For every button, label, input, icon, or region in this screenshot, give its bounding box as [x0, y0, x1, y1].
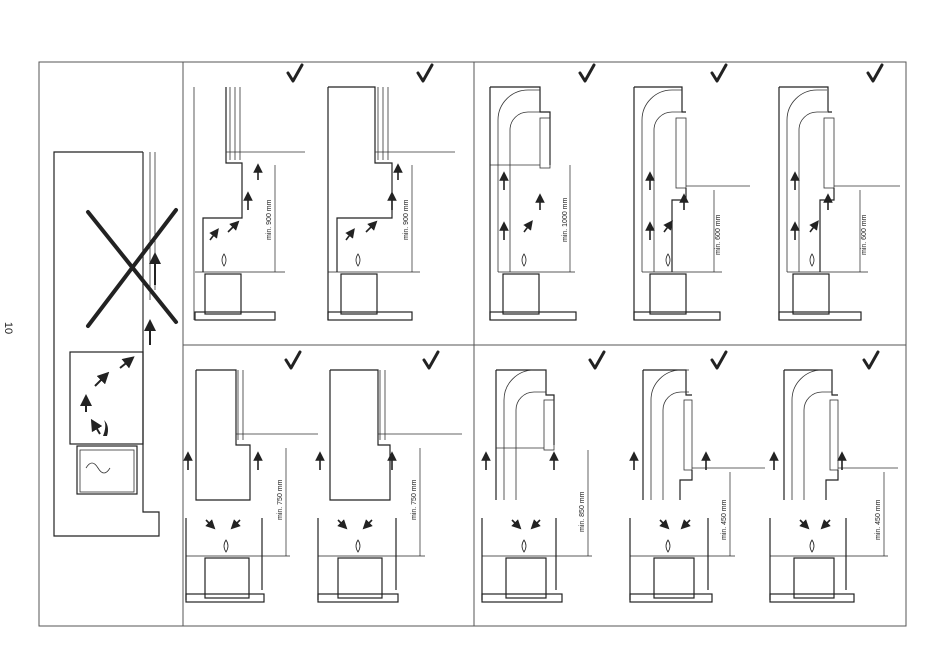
- diagram-top-5: min. 600 mm: [779, 65, 900, 320]
- approved-check-icon: [712, 352, 726, 368]
- approved-check-icon: [286, 352, 300, 368]
- airflow-arrow-icon: [228, 224, 236, 232]
- airflow-arrow-icon: [346, 232, 352, 240]
- diagram-top-3: min. 1000 mm: [490, 65, 594, 320]
- airflow-arrow-icon: [524, 224, 530, 232]
- approved-check-icon: [868, 65, 882, 81]
- diagram-top-2: min. 900 mm: [328, 65, 455, 320]
- approved-check-icon: [418, 65, 432, 81]
- flame-icon: [224, 540, 228, 552]
- approved-check-icon: [864, 352, 878, 368]
- airflow-arrow-icon: [512, 520, 518, 526]
- dim-label-bottom-5: min. 450 mm: [875, 499, 882, 540]
- flame-icon: [522, 254, 526, 266]
- dim-label-top-3: min. 1000 mm: [562, 197, 569, 242]
- flame-icon: [222, 254, 226, 266]
- dim-label-top-2: min. 900 mm: [403, 199, 410, 240]
- airflow-arrow-icon: [206, 520, 212, 526]
- airflow-arrow-icon: [338, 520, 344, 526]
- dim-label-bottom-3: min. 850 mm: [579, 491, 586, 532]
- airflow-arrow-icon: [660, 520, 666, 526]
- diagram-bottom-4: min. 450 mm: [630, 352, 765, 602]
- dim-label-bottom-1: min. 750 mm: [277, 479, 284, 520]
- approved-check-icon: [590, 352, 604, 368]
- airflow-arrow-icon: [234, 520, 240, 526]
- flame-icon: [666, 540, 670, 552]
- dim-label-bottom-2: min. 750 mm: [411, 479, 418, 520]
- airflow-arrow-icon: [366, 520, 372, 526]
- approved-check-icon: [712, 65, 726, 81]
- diagram-bottom-3: min. 850 mm: [482, 352, 604, 602]
- diagram-bottom-1: min. 750 mm: [186, 352, 318, 602]
- airflow-arrow-icon: [534, 520, 540, 526]
- airflow-arrow-icon: [684, 520, 690, 526]
- airflow-arrow-icon: [210, 232, 216, 240]
- page-frame: [39, 62, 906, 626]
- approved-check-icon: [580, 65, 594, 81]
- dim-label-top-4: min. 600 mm: [715, 214, 722, 255]
- flame-icon: [356, 540, 360, 552]
- dim-label-bottom-4: min. 450 mm: [721, 499, 728, 540]
- flame-icon: [810, 540, 814, 552]
- diagram-top-4: min. 600 mm: [634, 65, 750, 320]
- airflow-arrow-icon: [366, 224, 374, 232]
- flame-icon: [522, 540, 526, 552]
- diagram-bottom-5: min. 450 mm: [770, 352, 898, 602]
- dim-label-top-1: min. 900 mm: [266, 199, 273, 240]
- forbidden-diagram: [54, 152, 176, 536]
- airflow-arrow-icon: [800, 520, 806, 526]
- dim-label-top-5: min. 600 mm: [861, 214, 868, 255]
- airflow-arrow-icon: [664, 224, 670, 232]
- flame-icon: [666, 254, 670, 266]
- approved-check-icon: [424, 352, 438, 368]
- approved-check-icon: [288, 65, 302, 81]
- flame-icon: [810, 254, 814, 266]
- forbidden-x-mark: [88, 210, 176, 326]
- airflow-arrow-icon: [810, 224, 816, 232]
- diagram-bottom-2: min. 750 mm: [318, 352, 462, 602]
- diagram-top-1: min. 900 mm: [194, 65, 305, 320]
- airflow-arrow-icon: [824, 520, 830, 526]
- flame-icon: [356, 254, 360, 266]
